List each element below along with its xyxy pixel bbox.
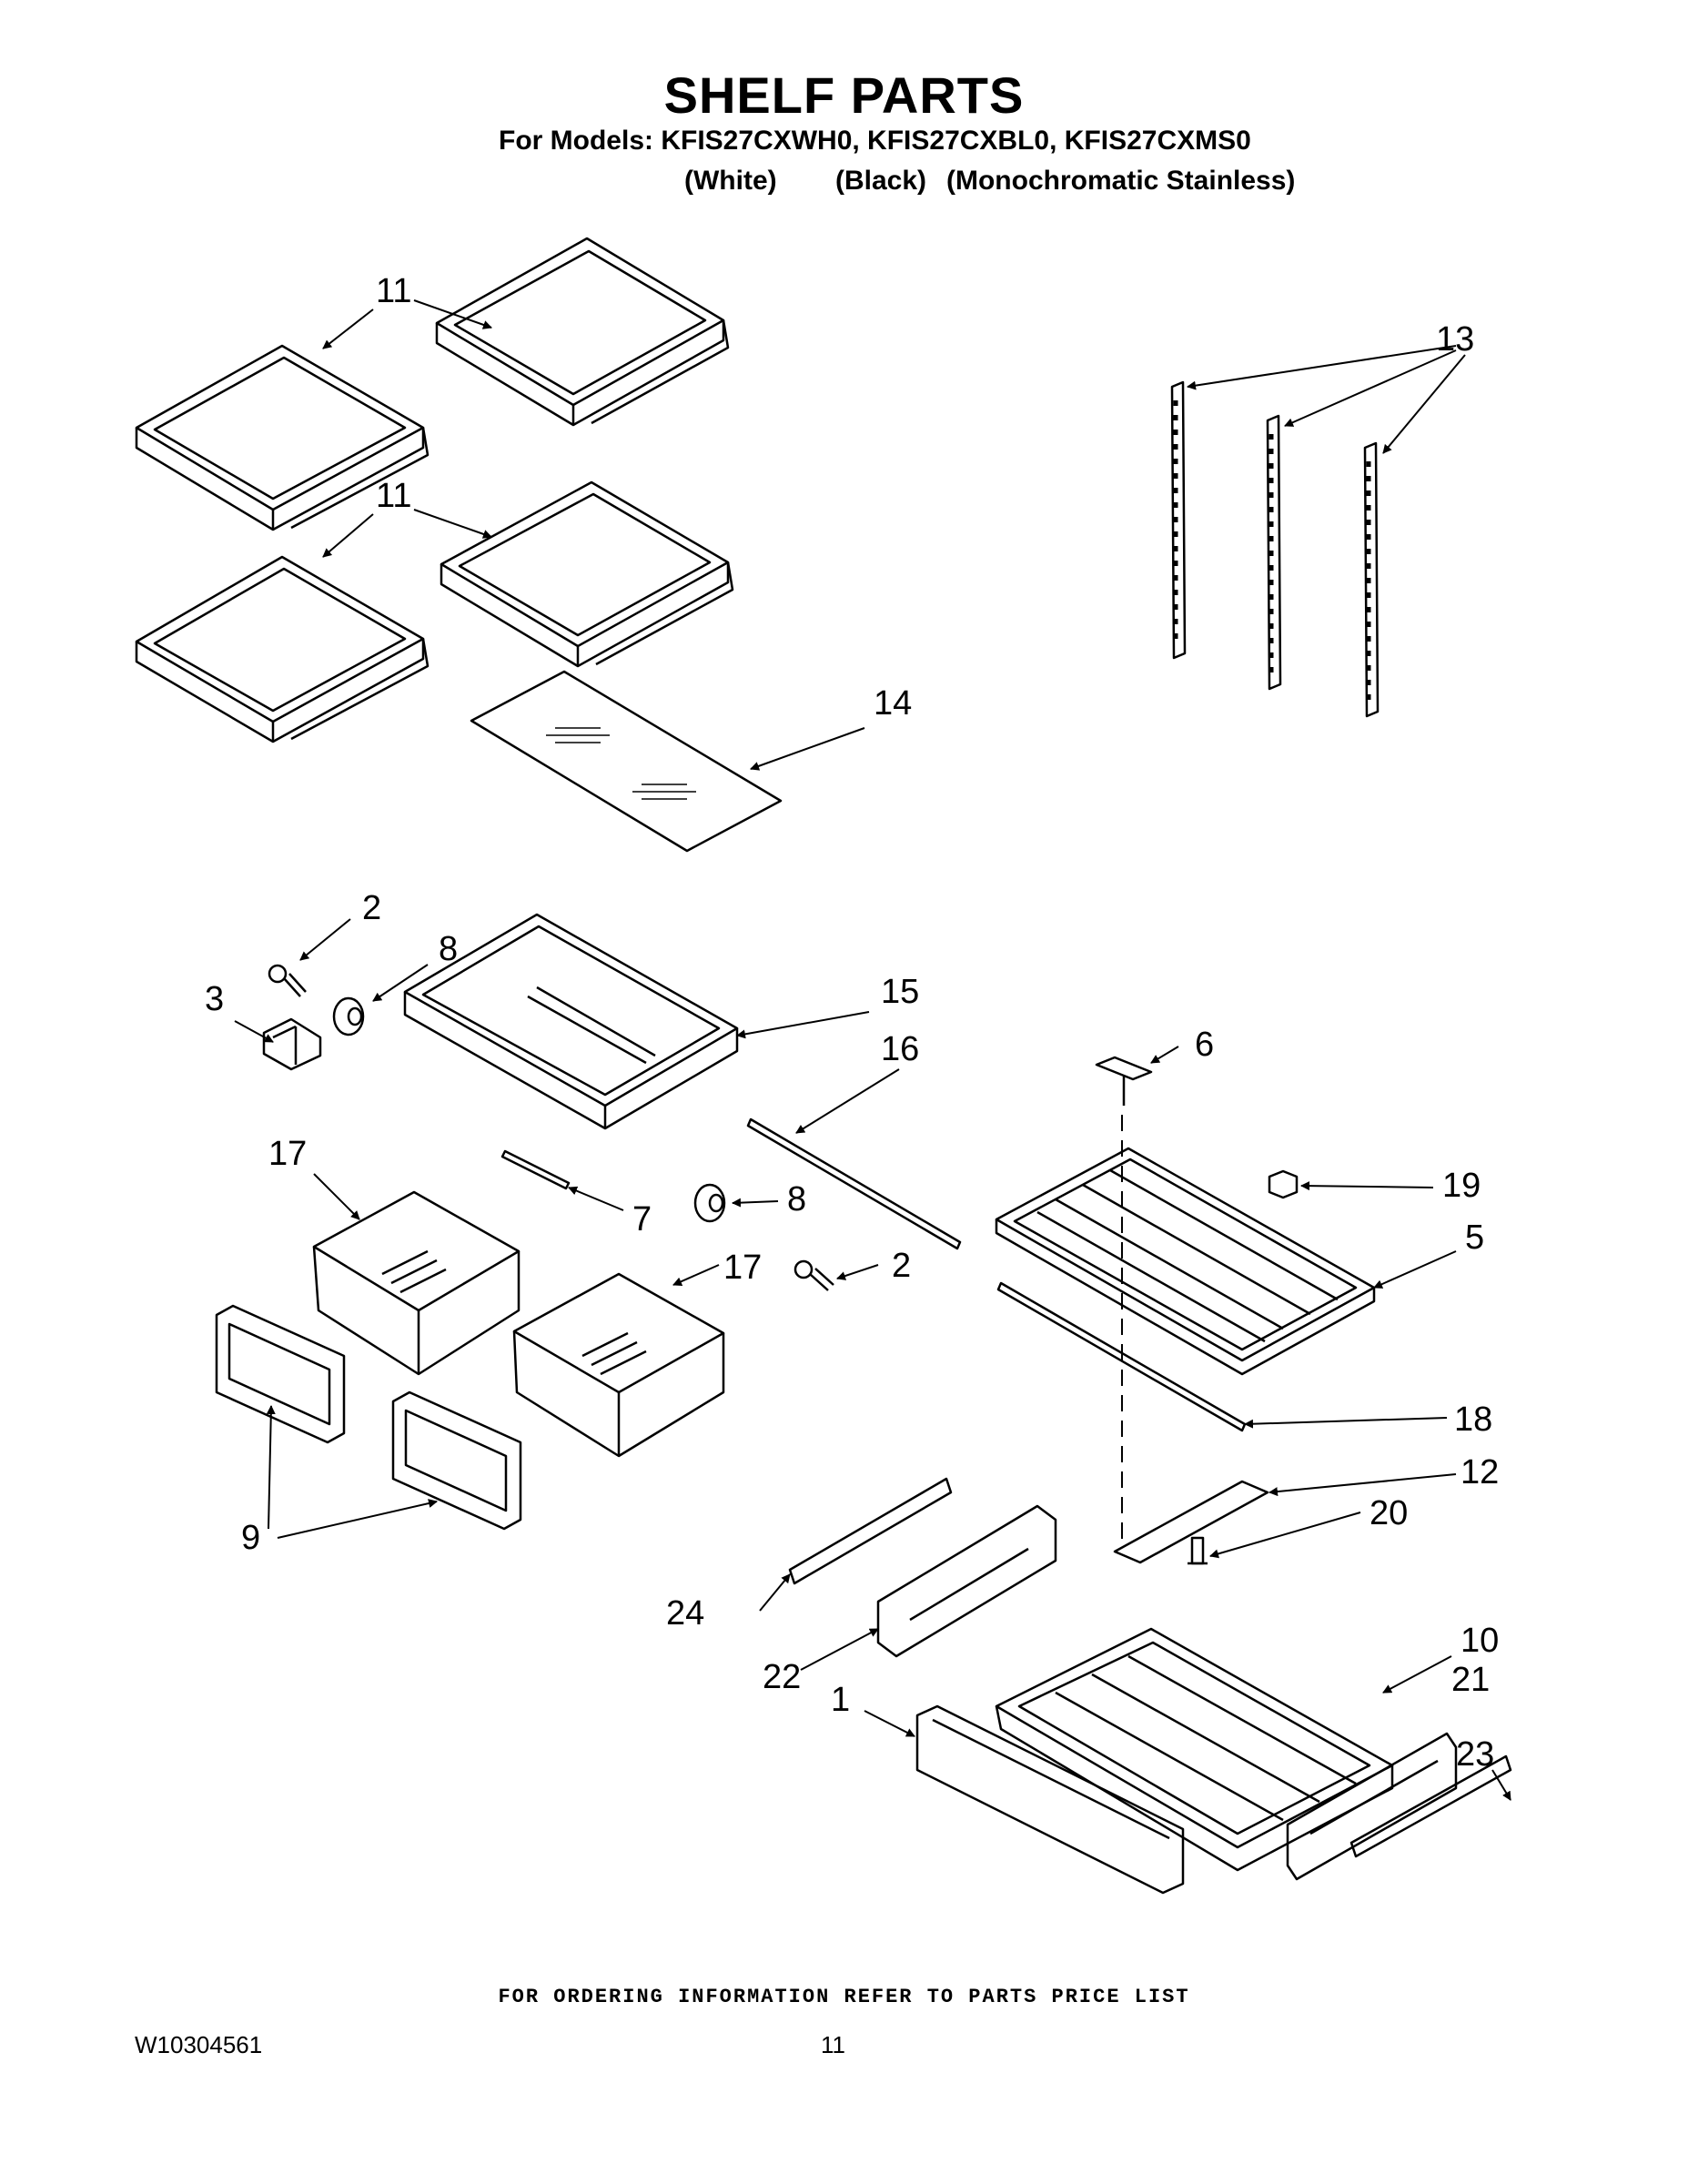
- models-line: For Models: KFIS27CXWH0, KFIS27CXBL0, KF…: [499, 126, 1251, 156]
- bracket-6: [1095, 1056, 1153, 1106]
- callout-2-top: 2: [362, 889, 381, 927]
- cross-bracket-12: [1113, 1480, 1269, 1564]
- divider-7: [500, 1149, 571, 1190]
- callout-17-left: 17: [268, 1135, 307, 1173]
- shelf-11-top-right: [435, 237, 730, 427]
- ordering-info: FOR ORDERING INFORMATION REFER TO PARTS …: [498, 1986, 1190, 2008]
- callout-18: 18: [1454, 1400, 1492, 1439]
- screw-2-top: [268, 964, 307, 997]
- drawer-front-panel-1: [915, 1704, 1185, 1895]
- callout-5: 5: [1465, 1218, 1484, 1257]
- callout-11-top: 11: [376, 272, 411, 310]
- color-white: (White): [684, 166, 777, 196]
- wheel-8-top: [332, 996, 365, 1036]
- color-monochromatic-stainless: (Monochromatic Stainless): [946, 166, 1296, 196]
- ladder-rail-13-right: [1363, 441, 1380, 718]
- callout-23: 23: [1456, 1735, 1494, 1774]
- callout-8-bottom: 8: [787, 1180, 806, 1218]
- callout-20: 20: [1370, 1494, 1408, 1532]
- page-title: SHELF PARTS: [663, 66, 1025, 124]
- callout-15: 15: [881, 973, 919, 1011]
- drawer-front-9-left: [215, 1304, 346, 1444]
- bottom-tray-10: [995, 1627, 1394, 1872]
- drawer-front-9-right: [391, 1390, 522, 1531]
- callout-3: 3: [205, 980, 224, 1018]
- page-number: 11: [821, 2031, 845, 2058]
- callout-7: 7: [632, 1200, 652, 1239]
- callout-11-middle: 11: [376, 477, 411, 515]
- callout-1: 1: [831, 1681, 850, 1719]
- crisper-drawer-17-right: [512, 1272, 725, 1458]
- callout-6: 6: [1195, 1026, 1214, 1064]
- shelf-11-mid-right: [440, 480, 734, 668]
- callout-8-top: 8: [439, 930, 458, 968]
- crisper-drawer-17-left: [312, 1190, 521, 1376]
- callout-16: 16: [881, 1030, 919, 1068]
- gasket-strip-18: [996, 1281, 1247, 1432]
- ladder-rail-13-left: [1170, 380, 1187, 660]
- glass-shelf-14: [470, 670, 783, 853]
- callout-19: 19: [1442, 1167, 1481, 1205]
- fastener-20: [1188, 1536, 1208, 1565]
- side-support-21: [1286, 1732, 1458, 1881]
- slide-rail-24: [788, 1477, 953, 1585]
- document-number: W10304561: [135, 2031, 263, 2058]
- side-support-22: [876, 1504, 1057, 1658]
- clip-19: [1268, 1169, 1299, 1199]
- slide-rail-23: [1349, 1754, 1512, 1858]
- trim-strip-16: [746, 1117, 962, 1250]
- callout-17-right: 17: [723, 1249, 762, 1287]
- color-black: (Black): [835, 166, 927, 196]
- callout-14: 14: [874, 684, 912, 723]
- wheel-8-bottom: [693, 1183, 726, 1223]
- callout-12: 12: [1461, 1453, 1499, 1491]
- callout-21: 21: [1451, 1661, 1490, 1699]
- callout-24: 24: [666, 1594, 704, 1633]
- callout-9: 9: [241, 1519, 260, 1557]
- screw-2-bottom: [793, 1259, 834, 1291]
- shelf-grid-5: [995, 1147, 1376, 1376]
- shelf-11-mid-left: [135, 555, 430, 743]
- clip-3: [262, 1017, 322, 1071]
- callout-13: 13: [1436, 320, 1474, 359]
- callout-2-bottom: 2: [892, 1247, 911, 1285]
- callout-22: 22: [763, 1658, 801, 1696]
- callout-10: 10: [1461, 1622, 1499, 1660]
- shelf-11-top-left: [135, 344, 430, 531]
- ladder-rail-13-middle: [1266, 414, 1282, 691]
